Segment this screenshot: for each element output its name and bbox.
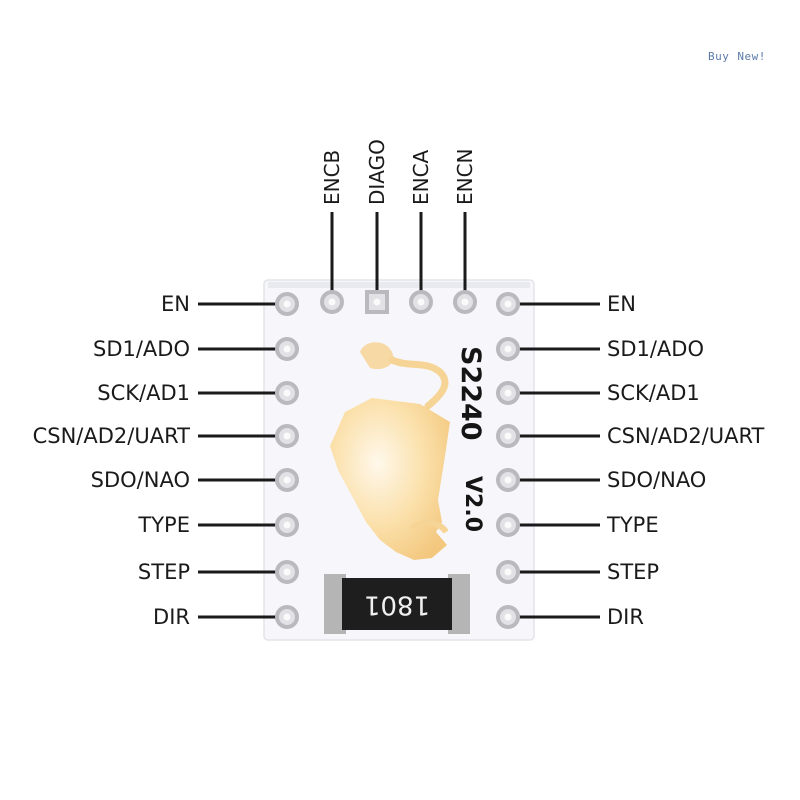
right-pin-sck-ad1-pad-hole [504,389,512,397]
left-pin-sd1-ado-pad-hole [283,345,291,353]
left-pin-type-pad-hole [283,521,291,529]
resistor-body [342,578,452,630]
left-pin-step-label: STEP [138,560,190,584]
new-text: New! [737,50,766,63]
right-pin-csn-ad2-uart-pad-hole [504,432,512,440]
top-pin-encn-label: ENCN [453,148,477,205]
left-pin-dir-pad-hole [283,613,291,621]
right-pin-sd1-ado-pad-hole [504,345,512,353]
resistor-code: 1801 [364,590,430,620]
top-pin-enca-label: ENCA [409,149,433,205]
right-pin-sdo-nao-label: SDO/NAO [607,468,706,492]
right-pin-csn-ad2-uart-label: CSN/AD2/UART [607,424,765,448]
left-pin-step-pad-hole [283,568,291,576]
right-pin-step-pad-hole [504,568,512,576]
resistor-cap-right [448,574,470,634]
top-pin-diago-label: DIAGO [365,139,389,205]
board-silkscreen: S2240 V2.0 [455,346,486,532]
gold-logo [330,342,450,560]
left-pin-en-pad-hole [283,300,291,308]
left-pin-sck-ad1-label: SCK/AD1 [97,381,190,405]
left-pin-sd1-ado-label: SD1/ADO [93,337,190,361]
left-pin-type-label: TYPE [137,513,190,537]
right-pin-dir-label: DIR [607,605,644,629]
left-pin-csn-ad2-uart-pad-hole [283,432,291,440]
right-pin-sck-ad1-label: SCK/AD1 [607,381,700,405]
right-pin-type-label: TYPE [606,513,659,537]
right-pin-sd1-ado-label: SD1/ADO [607,337,704,361]
corner-badge[interactable]: Buy New! [708,50,774,63]
right-pin-sdo-nao-pad-hole [504,476,512,484]
left-pin-dir-label: DIR [153,605,190,629]
resistor-cap-left [324,574,346,634]
resistor-1801: 1801 [324,574,470,634]
top-pin-enca-pad-hole [417,298,425,306]
right-pin-type-pad-hole [504,521,512,529]
right-pin-dir-pad-hole [504,613,512,621]
left-pin-sdo-nao-pad-hole [283,476,291,484]
pcb-board-edge [268,282,530,288]
top-pin-diago-pad-hole [373,298,381,306]
left-pin-sdo-nao-label: SDO/NAO [91,468,190,492]
right-pin-en-label: EN [607,292,636,316]
board-name: S2240 [455,346,486,441]
top-pin-encb-label: ENCB [320,150,344,205]
left-pin-sck-ad1-pad-hole [283,389,291,397]
right-pin-step-label: STEP [607,560,659,584]
buy-text: Buy [708,50,730,63]
top-pin-encn-pad-hole [461,298,469,306]
top-pin-encb-pad-hole [328,298,336,306]
left-pin-csn-ad2-uart-label: CSN/AD2/UART [33,424,191,448]
board-version: V2.0 [460,476,485,532]
right-pin-en-pad-hole [504,300,512,308]
left-pin-en-label: EN [161,292,190,316]
